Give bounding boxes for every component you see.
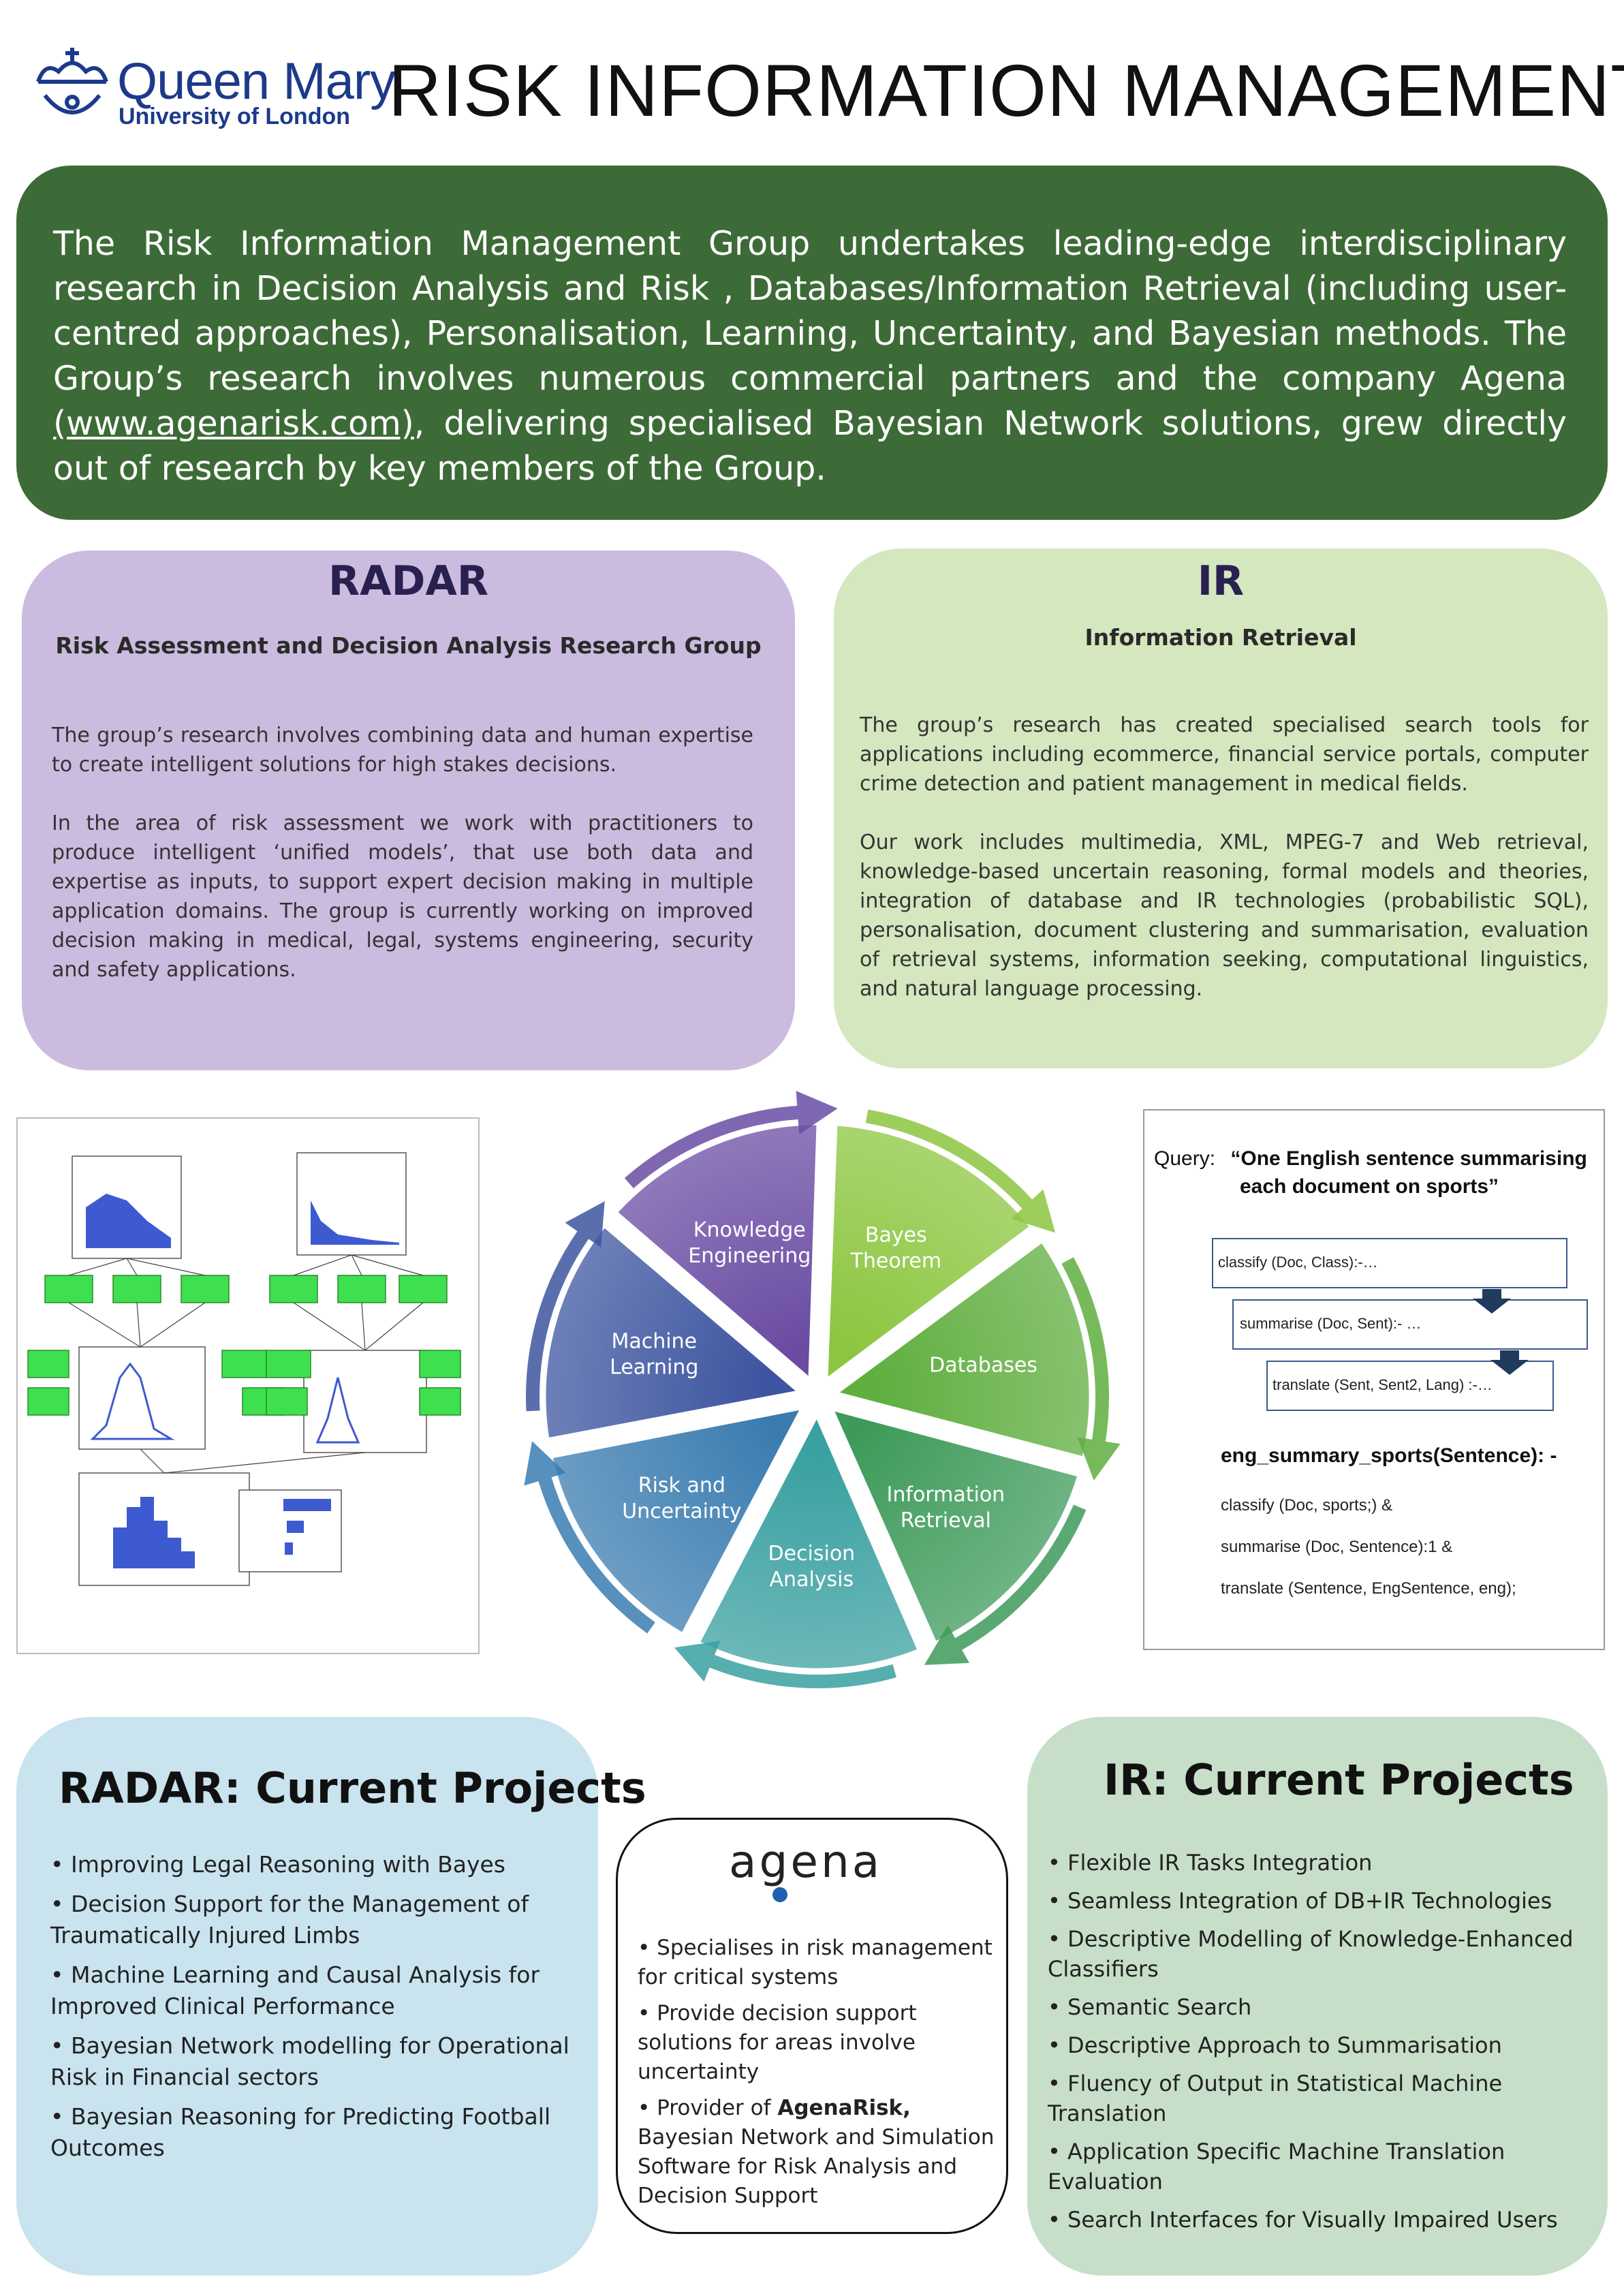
wheel-segment [835, 1240, 1091, 1459]
radar-body: The group’s research involves combining … [52, 721, 753, 1014]
radar-project-item: Machine Learning and Causal Analysis for… [50, 1959, 589, 2022]
radar-paragraph: In the area of risk assessment we work w… [52, 811, 753, 982]
wheel-arrow [524, 1441, 655, 1634]
radar-project-item: Improving Legal Reasoning with Bayes [50, 1849, 589, 1880]
queen-mary-crest-icon [36, 48, 108, 114]
query-step1: classify (Doc, Class):-… [1218, 1254, 1378, 1271]
logo-subtitle: University of London [119, 104, 350, 129]
radar-panel [22, 550, 795, 1070]
wheel-arrow [1061, 1257, 1121, 1480]
page-title: RISK INFORMATION MANAGEMENT [388, 49, 1624, 131]
wheel-label: Databases [929, 1353, 1037, 1377]
agena-item-text: Bayesian Network and Simulation Software… [638, 2125, 995, 2208]
wheel-label: Risk and [638, 1474, 725, 1498]
ir-paragraph: Our work includes multimedia, XML, MPEG-… [860, 831, 1589, 1001]
rule-head: eng_summary_sports(Sentence): - [1221, 1444, 1557, 1467]
rule-line: summarise (Doc, Sentence):1 & [1221, 1538, 1453, 1556]
ir-project-item: Descriptive Approach to Summarisation [1048, 2030, 1606, 2060]
agena-item: Specialises in risk management for criti… [638, 1934, 999, 1992]
agena-list: Specialises in risk management for criti… [638, 1934, 999, 2218]
wheel-arrow [674, 1641, 896, 1688]
wheel-segment [615, 1123, 819, 1380]
rule-line: translate (Sentence, EngSentence, eng); [1221, 1579, 1516, 1598]
wheel-segment [831, 1408, 1080, 1644]
wheel-label: Engineering [688, 1244, 811, 1268]
wheel-label: Decision [768, 1542, 855, 1566]
ir-project-item: Flexible IR Tasks Integration [1048, 1848, 1606, 1878]
intro-text-part: , delivering specialised Bayesian Networ… [53, 404, 1567, 488]
query-label: Query: [1154, 1147, 1216, 1170]
agenarisk-name: AgenaRisk, [777, 2096, 911, 2120]
agena-logo-dot-icon [772, 1887, 787, 1902]
wheel-label: Learning [610, 1355, 698, 1379]
query-step3: translate (Sent, Sent2, Lang) :-… [1272, 1376, 1493, 1393]
logo-name: Queen Mary [117, 52, 396, 110]
wheel-label: Uncertainty [622, 1500, 741, 1523]
radar-projects-heading: RADAR: Current Projects [59, 1763, 646, 1813]
agena-logo: agena [729, 1835, 883, 1888]
rule-line: classify (Doc, sports;) & [1221, 1496, 1393, 1515]
ir-heading: IR [1197, 557, 1245, 605]
query-line2: each document on sports” [1240, 1175, 1499, 1198]
ir-panel [834, 548, 1608, 1068]
ir-paragraph: The group’s research has created special… [860, 713, 1589, 796]
radar-project-item: Bayesian Reasoning for Predicting Footba… [50, 2101, 589, 2164]
ir-project-item: Application Specific Machine Translation… [1048, 2137, 1606, 2197]
radar-heading: RADAR [328, 557, 489, 605]
radar-subheading: Risk Assessment and Decision Analysis Re… [55, 632, 762, 659]
ir-projects-heading: IR: Current Projects [1104, 1755, 1574, 1805]
wheel-label: Analysis [770, 1568, 854, 1592]
wheel-label: Bayes [865, 1223, 927, 1247]
wheel-segment [550, 1407, 803, 1635]
wheel-segment [544, 1225, 800, 1440]
query-example-figure: Query: “One English sentence summarising… [1143, 1109, 1605, 1650]
agena-item: Provide decision support solutions for a… [638, 1999, 999, 2087]
wheel-segment [698, 1414, 920, 1671]
agena-item-text: Provider of [657, 2096, 778, 2120]
ir-subheading: Information Retrieval [1084, 624, 1357, 651]
wheel-arrow [624, 1091, 838, 1189]
wheel-label: Information [887, 1483, 1005, 1506]
wheel-arrow [526, 1201, 605, 1412]
wheel-arrow [865, 1109, 1056, 1233]
ir-projects-list: Flexible IR Tasks IntegrationSeamless In… [1048, 1848, 1606, 2243]
wheel-label: Retrieval [901, 1508, 991, 1532]
query-flow-arrows [1212, 1238, 1588, 1411]
ir-project-item: Fluency of Output in Statistical Machine… [1048, 2068, 1606, 2128]
agena-item: Provider of AgenaRisk, Bayesian Network … [638, 2094, 999, 2211]
query-line1: “One English sentence summarising [1230, 1147, 1587, 1170]
radar-project-item: Bayesian Network modelling for Operation… [50, 2030, 589, 2093]
ir-project-item: Descriptive Modelling of Knowledge-Enhan… [1048, 1924, 1606, 1984]
radar-project-item: Decision Support for the Management of T… [50, 1889, 589, 1951]
agena-link[interactable]: (www.agenarisk.com) [53, 404, 414, 443]
ir-project-item: Search Interfaces for Visually Impaired … [1048, 2205, 1606, 2235]
radar-paragraph: The group’s research involves combining … [52, 724, 753, 777]
wheel-label: Machine [611, 1329, 697, 1353]
wheel-label: Theorem [850, 1249, 942, 1273]
radar-projects-list: Improving Legal Reasoning with BayesDeci… [50, 1849, 589, 2172]
query-step2: summarise (Doc, Sent):- … [1240, 1315, 1422, 1332]
ir-body: The group’s research has created special… [860, 711, 1589, 1033]
intro-panel [16, 166, 1608, 520]
intro-text-part: The Risk Information Management Group un… [53, 224, 1567, 398]
bayesian-network-figure [16, 1117, 480, 1654]
ir-project-item: Seamless Integration of DB+IR Technologi… [1048, 1886, 1606, 1916]
ir-project-item: Semantic Search [1048, 1992, 1606, 2022]
research-areas-wheel: BayesTheoremDatabasesInformationRetrieva… [524, 1091, 1121, 1688]
wheel-arrow [924, 1504, 1087, 1665]
intro-text: The Risk Information Management Group un… [53, 221, 1567, 491]
wheel-label: Knowledge [693, 1218, 806, 1242]
wheel-segment [826, 1123, 1032, 1381]
